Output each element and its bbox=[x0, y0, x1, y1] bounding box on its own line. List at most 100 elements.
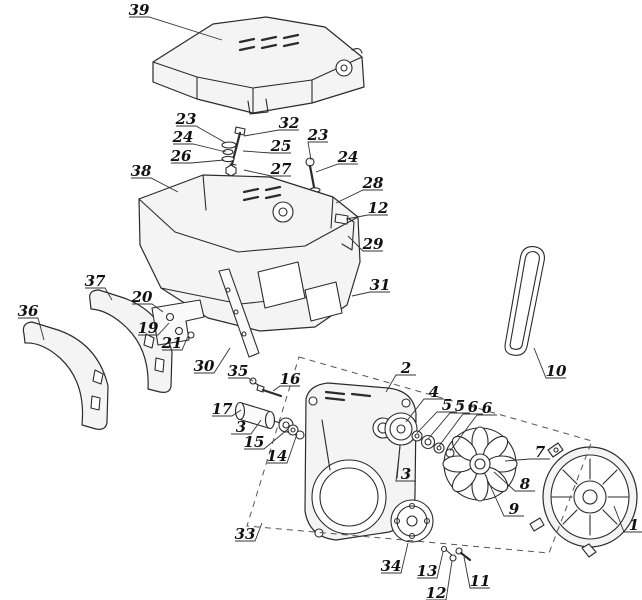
callout-1: 1 bbox=[629, 516, 639, 534]
callout-23: 23 bbox=[307, 126, 329, 144]
callout-4: 4 bbox=[429, 383, 439, 401]
callout-39: 39 bbox=[129, 1, 150, 19]
callout-15: 15 bbox=[244, 433, 265, 451]
callout-37: 37 bbox=[85, 272, 106, 290]
part-top-cover bbox=[152, 16, 365, 115]
leader-line-23 bbox=[307, 141, 328, 161]
shaft-assembly bbox=[234, 401, 305, 440]
leader-line-8 bbox=[493, 471, 535, 492]
leader-line-15 bbox=[244, 428, 289, 450]
leader-line-19 bbox=[138, 322, 170, 336]
callout-32: 32 bbox=[279, 114, 300, 132]
leader-line-31 bbox=[351, 291, 390, 297]
callout-33: 33 bbox=[235, 525, 256, 543]
leader-line-21 bbox=[162, 335, 189, 351]
callout-11: 11 bbox=[470, 572, 491, 590]
part-bracket bbox=[151, 299, 205, 346]
leader-line-27 bbox=[243, 169, 291, 177]
leader-line-4 bbox=[405, 398, 444, 423]
leader-line-38 bbox=[131, 177, 179, 193]
part-fan bbox=[442, 426, 518, 502]
callout-36: 36 bbox=[18, 302, 39, 320]
part-guard-panel-outer bbox=[22, 321, 109, 430]
callout-6: 6 bbox=[482, 399, 493, 417]
callout-24: 24 bbox=[172, 128, 194, 146]
leader-line-12 bbox=[345, 214, 388, 220]
stud-16 bbox=[256, 384, 283, 398]
callout-30: 30 bbox=[194, 357, 215, 375]
callout-2: 2 bbox=[400, 359, 411, 377]
callout-7: 7 bbox=[535, 443, 546, 461]
callout-25: 25 bbox=[270, 137, 292, 155]
leader-line-1 bbox=[613, 505, 642, 533]
callout-3: 3 bbox=[236, 418, 246, 436]
leader-line-13 bbox=[417, 551, 444, 579]
leader-line-25 bbox=[242, 150, 291, 154]
callout-27: 27 bbox=[270, 160, 292, 178]
leader-line-12 bbox=[426, 560, 453, 600]
part-guard-panel-inner bbox=[89, 289, 173, 393]
leader-line-11 bbox=[463, 556, 490, 589]
part-belt bbox=[504, 246, 545, 356]
leader-line-33 bbox=[235, 522, 263, 542]
bolt-and-washer-stack-left bbox=[221, 126, 246, 177]
callout-10: 10 bbox=[546, 362, 567, 380]
callout-38: 38 bbox=[131, 162, 152, 180]
part-cover-plate bbox=[390, 499, 434, 543]
callout-14: 14 bbox=[267, 447, 288, 465]
callout-9: 9 bbox=[509, 500, 520, 518]
leader-line-26 bbox=[171, 159, 225, 164]
leader-line-35 bbox=[228, 377, 254, 382]
callout-5: 5 bbox=[442, 396, 452, 414]
leader-line-36 bbox=[18, 317, 45, 341]
leader-line-29 bbox=[347, 235, 383, 252]
callout-8: 8 bbox=[520, 475, 531, 493]
leader-line-2 bbox=[385, 374, 416, 393]
callout-28: 28 bbox=[362, 174, 384, 192]
leader-line-37 bbox=[85, 287, 113, 301]
leader-line-5 bbox=[416, 411, 457, 434]
leader-line-34 bbox=[381, 542, 409, 574]
leader-line-16 bbox=[272, 385, 300, 392]
leader-line-6 bbox=[438, 413, 483, 447]
callout-21: 21 bbox=[161, 334, 183, 352]
callout-24: 24 bbox=[337, 148, 359, 166]
assembly-boundary-dashed bbox=[246, 356, 593, 554]
callout-35: 35 bbox=[228, 362, 249, 380]
leader-line-32 bbox=[243, 129, 299, 137]
leader-line-39 bbox=[129, 16, 223, 41]
leader-line-30 bbox=[194, 347, 231, 374]
leader-line-14 bbox=[267, 433, 298, 464]
leader-line-9 bbox=[487, 480, 524, 517]
leader-line-24 bbox=[315, 163, 358, 173]
callout-26: 26 bbox=[170, 147, 192, 165]
callout-12: 12 bbox=[426, 584, 447, 600]
leader-line-3 bbox=[231, 419, 262, 435]
leader-line-28 bbox=[335, 189, 383, 204]
part-strip bbox=[218, 268, 260, 358]
screws-bottom bbox=[440, 545, 472, 562]
leader-line-5 bbox=[427, 412, 470, 440]
callout-17: 17 bbox=[212, 400, 233, 418]
leader-line-6 bbox=[449, 414, 497, 452]
callout-6: 6 bbox=[468, 398, 479, 416]
leader-line-23 bbox=[176, 125, 227, 144]
callout-20: 20 bbox=[131, 288, 153, 306]
leader-line-20 bbox=[132, 303, 164, 313]
callout-3: 3 bbox=[401, 465, 411, 483]
callout-13: 13 bbox=[417, 562, 438, 580]
callout-29: 29 bbox=[362, 235, 384, 253]
callout-5: 5 bbox=[455, 397, 465, 415]
callout-31: 31 bbox=[370, 276, 391, 294]
callout-23: 23 bbox=[175, 110, 197, 128]
callout-16: 16 bbox=[280, 370, 301, 388]
part-middle-cover bbox=[138, 174, 361, 332]
leader-line-10 bbox=[533, 347, 566, 379]
callout-12: 12 bbox=[368, 199, 389, 217]
leader-line-24 bbox=[173, 143, 227, 153]
pulley-and-hub-parts bbox=[384, 412, 455, 458]
leader-line-17 bbox=[212, 409, 242, 417]
